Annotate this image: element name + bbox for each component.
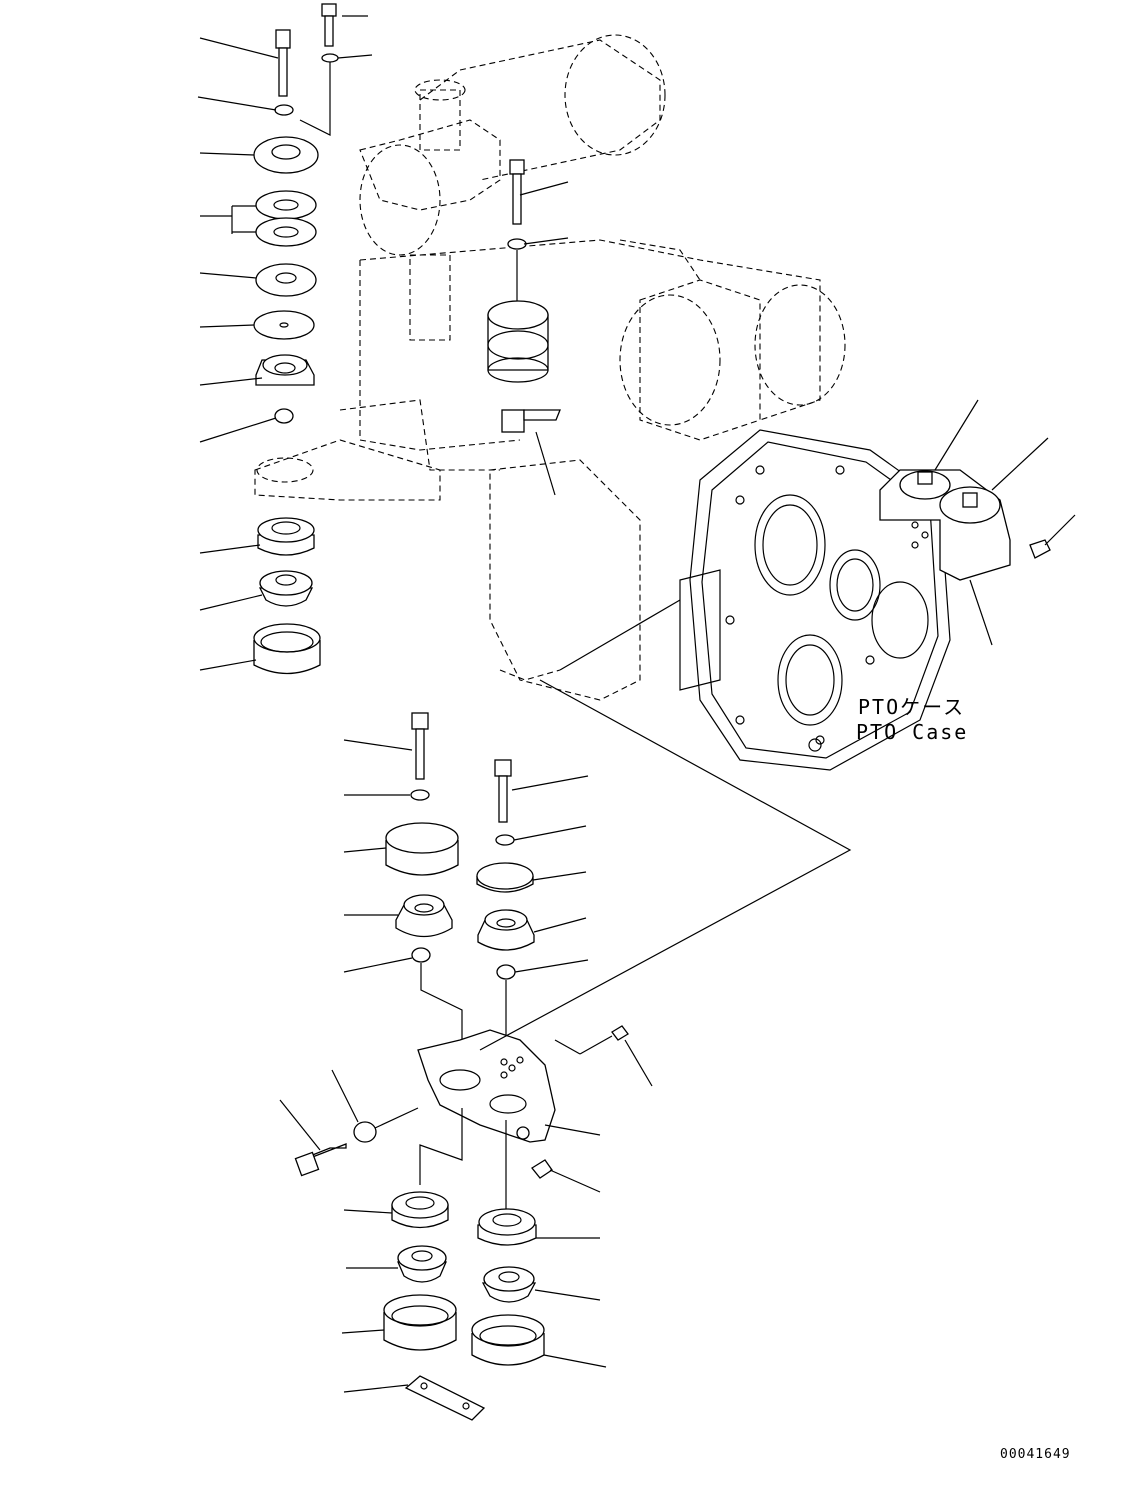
pto-case-housing	[679, 429, 951, 771]
center-mount-stack	[487, 159, 561, 433]
front-mount-stack	[253, 29, 321, 675]
leader-lines	[197, 15, 1076, 1393]
connection-lines	[479, 599, 852, 1051]
pto-case-label-en: PTO Case	[856, 720, 968, 744]
upper-small-bolt	[299, 3, 339, 136]
pto-mount-bracket-right	[879, 469, 1051, 581]
pto-case-label-jp: PTOケース	[858, 695, 965, 719]
engine-phantom-outline	[254, 34, 846, 701]
rear-mount-stack	[294, 712, 629, 1421]
drawing-number: 00041649	[1000, 1447, 1071, 1462]
